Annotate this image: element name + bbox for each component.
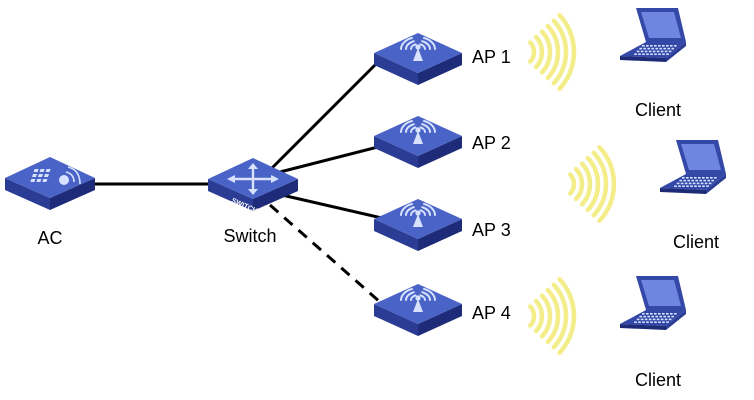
client-label: Client (635, 370, 681, 390)
ap-label: AP 2 (472, 133, 511, 153)
access-point-icon (374, 116, 462, 168)
client-node-1: Client (620, 8, 686, 120)
link-switch-ap2 (279, 144, 383, 174)
ac-node: AC (5, 157, 95, 248)
ap-node-3: AP 3 (374, 199, 511, 251)
laptop-icon (660, 140, 726, 194)
access-point-icon (374, 199, 462, 251)
ap-label: AP 4 (472, 303, 511, 323)
wifi-signal-icon (528, 277, 577, 355)
switch-icon: SWITCH (208, 158, 298, 215)
client-label: Client (673, 232, 719, 252)
ap-label: AP 1 (472, 47, 511, 67)
access-point-icon (374, 33, 462, 85)
switch-label: Switch (223, 226, 276, 246)
links (92, 58, 383, 304)
wifi-signal-icon (528, 13, 577, 91)
ap-node-1: AP 1 (374, 33, 511, 85)
laptop-icon (620, 276, 686, 330)
link-switch-ap4 (269, 203, 381, 304)
switch-node: SWITCH Switch (208, 158, 298, 246)
client-node-2: Client (660, 140, 726, 252)
laptop-icon (620, 8, 686, 62)
link-switch-ap1 (268, 58, 382, 172)
ap-label: AP 3 (472, 220, 511, 240)
wireless-controller-icon (5, 157, 95, 210)
ap-node-4: AP 4 (374, 284, 511, 336)
access-point-icon (374, 284, 462, 336)
ac-label: AC (37, 228, 62, 248)
client-node-3: Client (620, 276, 686, 390)
client-label: Client (635, 100, 681, 120)
ap-node-2: AP 2 (374, 116, 511, 168)
link-switch-ap3 (281, 193, 383, 220)
wifi-signal-icon (568, 145, 617, 223)
